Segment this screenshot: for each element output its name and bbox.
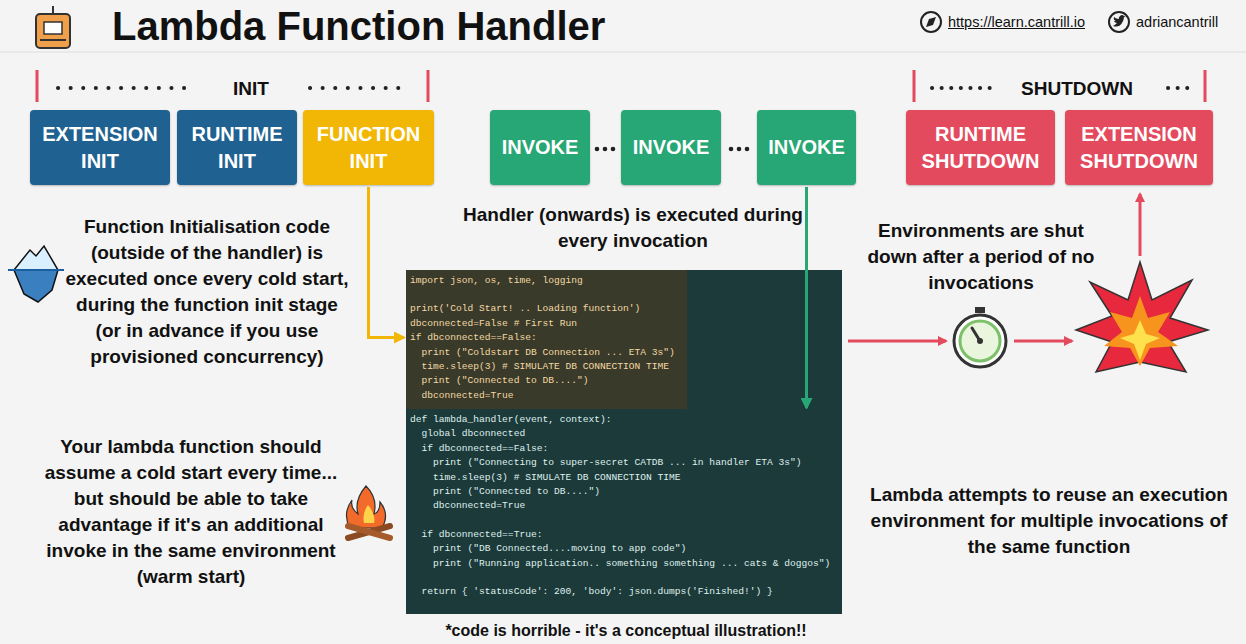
code-line: print ("Connected to DB....") — [410, 485, 839, 499]
code-line: print ("DB Connected....moving to app co… — [410, 542, 839, 556]
caption-note: *code is horrible - it's a conceptual il… — [396, 620, 856, 642]
init-bracket — [37, 70, 428, 102]
shutdown-bracket — [914, 70, 1205, 102]
logo-icon — [36, 6, 70, 48]
flow-arrow — [1139, 194, 1142, 256]
function-init-box: FUNCTION INIT — [303, 110, 434, 185]
code-panel — [406, 270, 842, 614]
runtime-init-box: RUNTIME INIT — [177, 110, 297, 185]
note-text: Environments are shut down after a perio… — [856, 218, 1106, 296]
code-line: dbconnected=True — [410, 389, 684, 403]
box-label: INVOKE — [768, 134, 845, 161]
code-line: if dbconnected==True: — [410, 528, 839, 542]
code-line: time.sleep(3) # SIMULATE DB CONNECTION T… — [410, 471, 839, 485]
twitter-icon — [1109, 12, 1129, 32]
handler-code-block: def lambda_handler(event, context): glob… — [406, 409, 842, 614]
box-label: INVOKE — [502, 134, 579, 161]
code-line: global dbconnected — [410, 427, 839, 441]
note-text: Function Initialisation code (outside of… — [64, 214, 350, 370]
box-label: FUNCTION INIT — [311, 121, 426, 175]
flow-arrow — [1014, 340, 1072, 343]
invoke-box: INVOKE — [621, 110, 721, 185]
website-link: https://learn.cantrill.io — [948, 12, 1108, 32]
box-label: INVOKE — [633, 134, 710, 161]
compass-icon — [921, 12, 941, 32]
code-line: print ("Running application.. something … — [410, 557, 839, 571]
box-label: RUNTIME SHUTDOWN — [914, 121, 1047, 175]
diagram-title: Lambda Function Handler — [112, 3, 605, 49]
code-line: dbconnected=True — [410, 499, 839, 513]
campfire-icon — [346, 486, 390, 538]
init-code-block: import json, os, time, logging print('Col… — [406, 270, 687, 409]
flow-arrow — [848, 340, 946, 343]
code-line: print('Cold Start! .. Loading function') — [410, 302, 684, 316]
runtime-shutdown-box: RUNTIME SHUTDOWN — [906, 110, 1055, 185]
code-line: if dbconnected==False: — [410, 331, 684, 345]
box-label: RUNTIME INIT — [185, 121, 289, 175]
note-text: Your lambda function should assume a col… — [40, 434, 342, 590]
code-line: def lambda_handler(event, context): — [410, 413, 839, 427]
code-line: print ("Connecting to super-secret CATDB… — [410, 456, 839, 470]
extension-init-box: EXTENSION INIT — [30, 110, 170, 185]
twitter-handle: adriancantrill — [1136, 12, 1244, 32]
phase-label: INIT — [195, 76, 307, 102]
phase-label: SHUTDOWN — [992, 76, 1162, 102]
note-text: Handler (onwards) is executed during eve… — [458, 202, 808, 254]
flow-connector — [369, 187, 405, 338]
code-line: print ("Coldstart DB Connection ... ETA … — [410, 346, 684, 360]
code-line: return { 'statusCode': 200, 'body': json… — [410, 585, 839, 599]
code-line: import json, os, time, logging — [410, 274, 684, 288]
invoke-box: INVOKE — [757, 110, 856, 185]
code-line: print ("Connected to DB....") — [410, 374, 684, 388]
invoke-box: INVOKE — [490, 110, 590, 185]
box-label: EXTENSION SHUTDOWN — [1073, 121, 1205, 175]
note-text: Lambda attempts to reuse an execution en… — [864, 482, 1234, 560]
timer-icon — [954, 307, 1006, 367]
flow-connector — [805, 187, 808, 408]
code-line: dbconnected=False # First Run — [410, 317, 684, 331]
code-line: time.sleep(3) # SIMULATE DB CONNECTION T… — [410, 360, 684, 374]
box-label: EXTENSION INIT — [38, 121, 162, 175]
iceberg-icon — [8, 246, 64, 302]
code-line: if dbconnected==False: — [410, 442, 839, 456]
explosion-icon — [1076, 262, 1208, 372]
extension-shutdown-box: EXTENSION SHUTDOWN — [1065, 110, 1213, 185]
